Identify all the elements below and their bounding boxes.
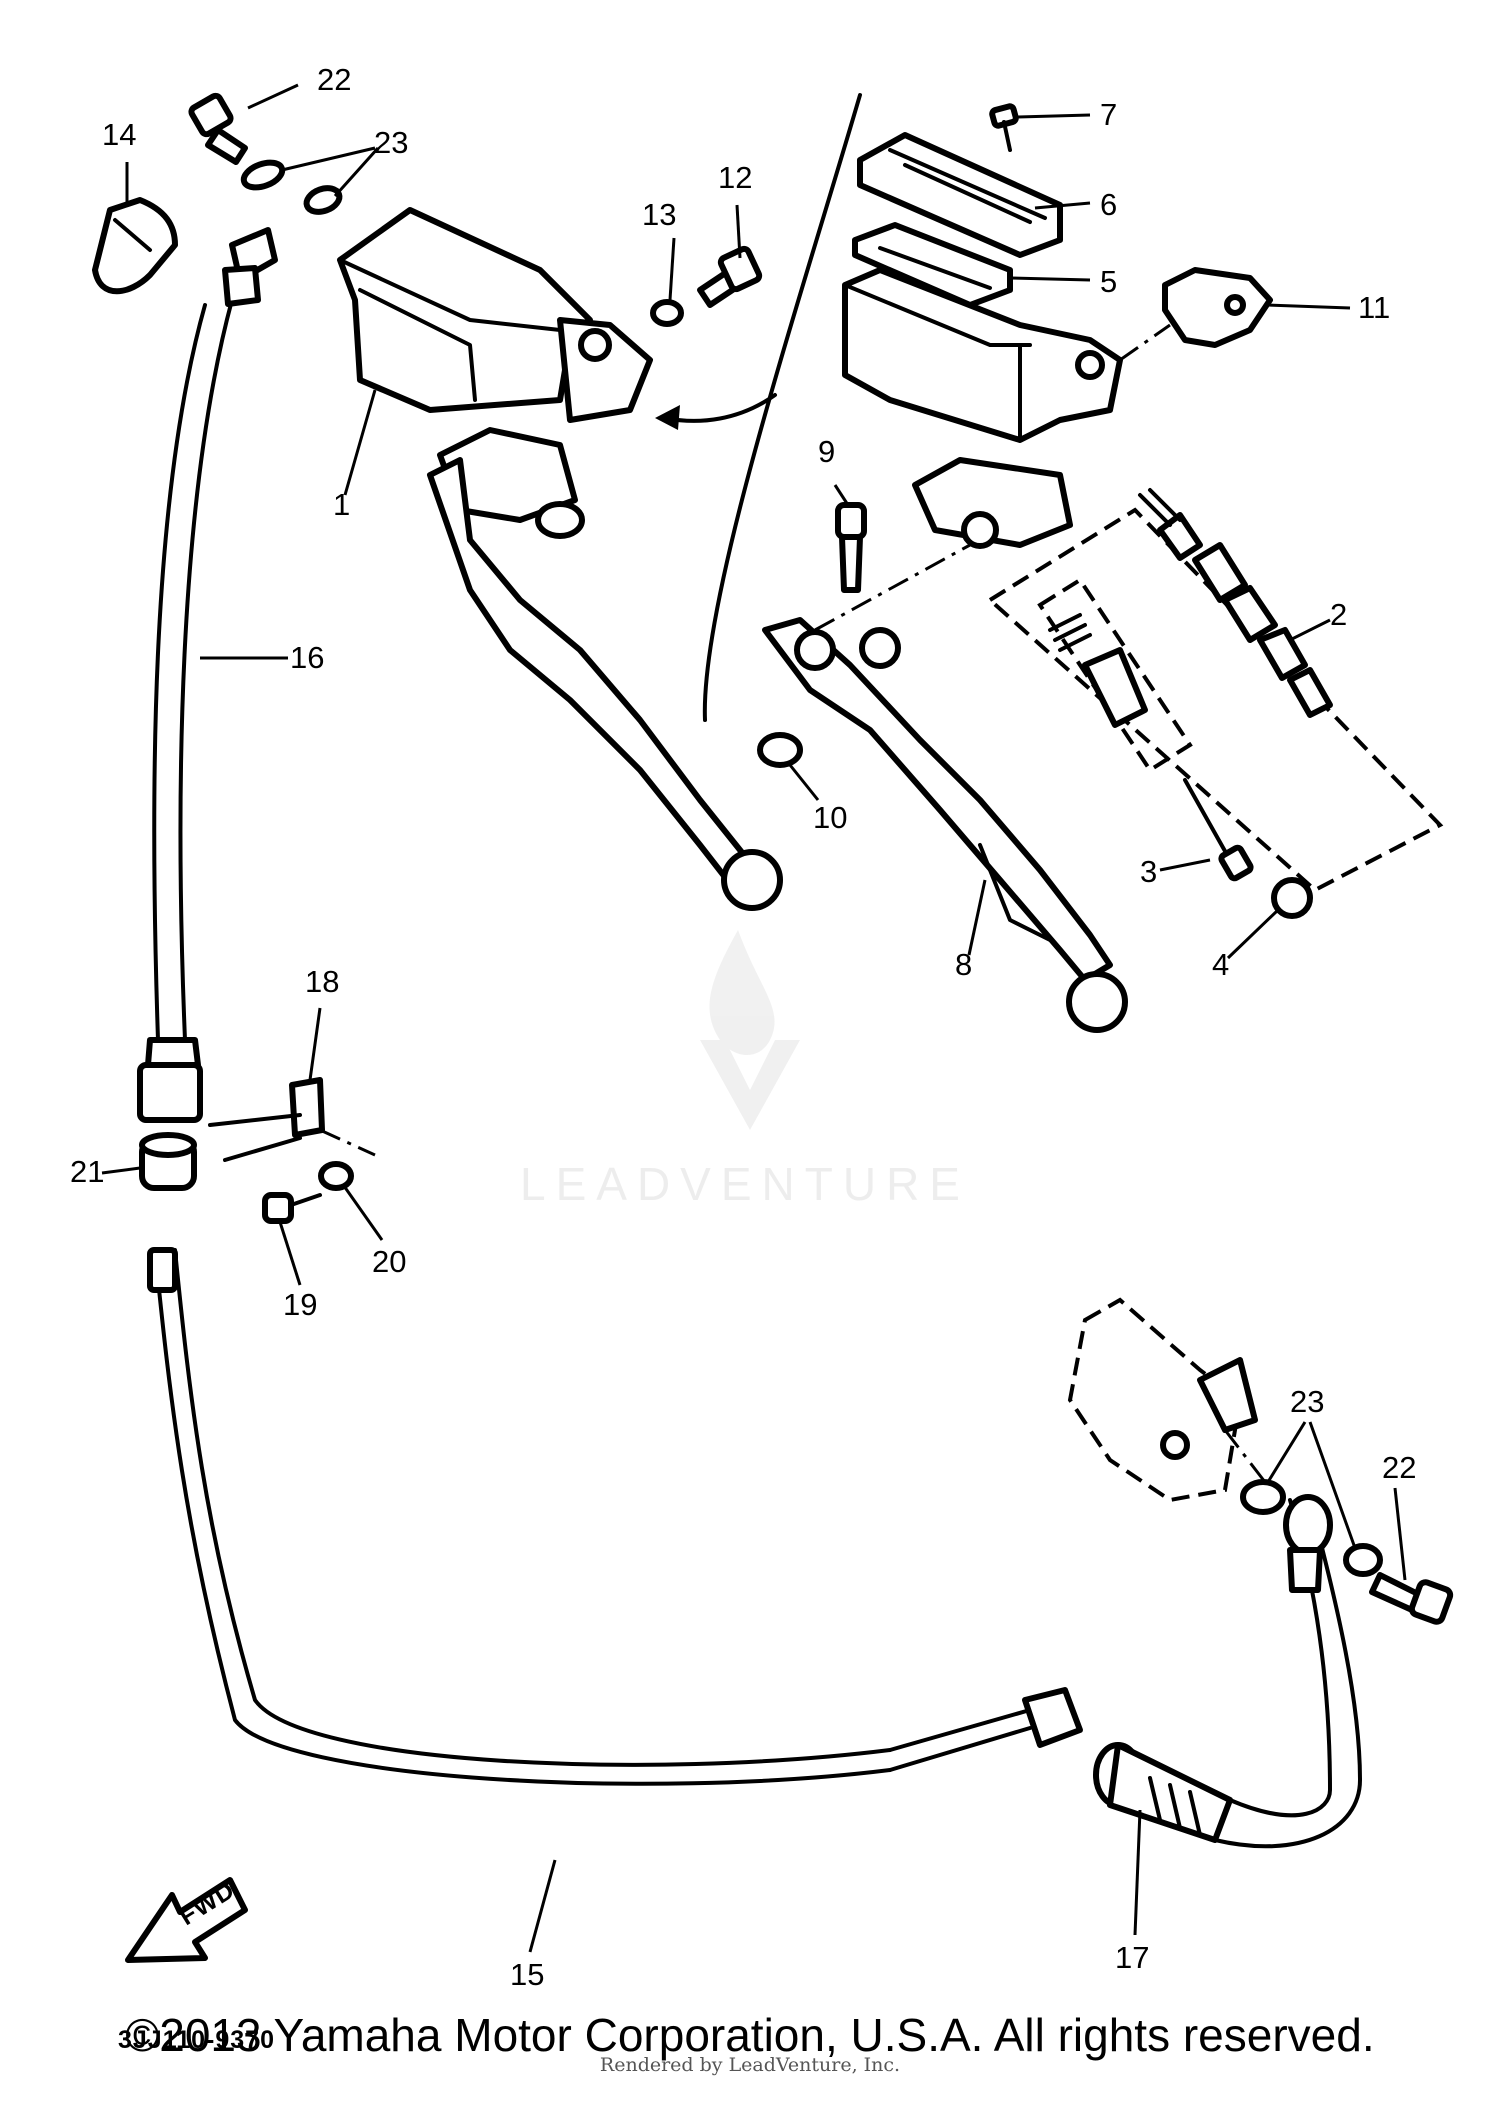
callout-18: 18 <box>305 964 339 999</box>
callout-23-top: 23 <box>374 125 408 160</box>
callout-10: 10 <box>813 800 847 835</box>
part-14-cap <box>92 197 178 295</box>
part-18-axis <box>319 1128 376 1157</box>
callout-19: 19 <box>283 1287 317 1322</box>
copyright-notice: ©2013 Yamaha Motor Corporation, U.S.A. A… <box>125 2009 1375 2061</box>
part-12-bolt <box>697 245 763 308</box>
part-8-lever <box>762 617 1128 1033</box>
callout-7: 7 <box>1100 97 1117 132</box>
assembly-arrow <box>663 393 777 423</box>
divider-line <box>702 93 862 722</box>
callout-13: 13 <box>642 197 676 232</box>
callout-14: 14 <box>102 117 136 152</box>
part-1-master-cylinder <box>337 207 783 911</box>
part-2-piston-kit <box>986 488 1444 893</box>
callout-9: 9 <box>818 434 835 469</box>
part-11-axis <box>1119 323 1171 362</box>
callout-22-bottom: 22 <box>1382 1450 1416 1485</box>
part-5-diaphragm <box>852 222 1013 308</box>
part-21-grommet <box>139 1132 197 1191</box>
part-15-hose <box>147 1247 1083 1786</box>
callout-22-top: 22 <box>317 62 351 97</box>
part-4-boot <box>1271 877 1313 919</box>
part-16-hose <box>137 227 278 1123</box>
part-18-clamp <box>208 1077 325 1162</box>
callout-21: 21 <box>70 1154 104 1189</box>
callout-17: 17 <box>1115 1940 1149 1975</box>
callout-20: 20 <box>372 1244 406 1279</box>
diagram-code: 3JJ110-9370 <box>118 2026 275 2054</box>
part-7-screw <box>989 103 1019 152</box>
part-23-washer-top-1 <box>240 159 286 191</box>
callout-8: 8 <box>955 947 972 982</box>
part-23-washer-bottom-2 <box>1343 1543 1383 1577</box>
lever-pivot-axis <box>814 543 971 632</box>
part-22-bolt-top <box>188 92 248 165</box>
fwd-arrow: FWD <box>125 1876 248 1963</box>
callout-3: 3 <box>1140 854 1157 889</box>
callout-2: 2 <box>1330 597 1347 632</box>
part-9-bolt <box>835 502 867 593</box>
callout-1: 1 <box>333 487 350 522</box>
part-20-nut <box>318 1161 354 1191</box>
callout-15: 15 <box>510 1957 544 1992</box>
part-6-cap <box>857 132 1063 258</box>
rendered-by-notice: Rendered by LeadVenture, Inc. <box>599 2054 901 2076</box>
watermark-text: LEADVENTURE <box>520 1158 970 1210</box>
part-3-pushrod-kit <box>1037 577 1254 882</box>
callout-23-bottom: 23 <box>1290 1384 1324 1419</box>
part-13-washer <box>650 299 684 327</box>
banjo-fitting-bottom <box>1283 1494 1333 1593</box>
callout-6: 6 <box>1100 187 1117 222</box>
part-reservoir-body <box>842 267 1123 549</box>
part-11-cover <box>1162 267 1273 348</box>
callout-12: 12 <box>718 160 752 195</box>
callout-5: 5 <box>1100 264 1117 299</box>
part-22-bolt-bottom <box>1369 1572 1454 1625</box>
caliper-axis <box>1223 1429 1277 1496</box>
callout-11: 11 <box>1358 290 1390 325</box>
callout-16: 16 <box>290 640 324 675</box>
part-19-bolt <box>262 1192 322 1224</box>
part-10-nut <box>757 732 803 768</box>
part-23-washer-top-2 <box>303 185 343 215</box>
callout-4: 4 <box>1212 947 1229 982</box>
caliper-outline <box>1067 1297 1258 1503</box>
part-23-washer-bottom-1 <box>1240 1479 1286 1515</box>
watermark-logo: LEADVENTURE <box>520 930 970 1210</box>
